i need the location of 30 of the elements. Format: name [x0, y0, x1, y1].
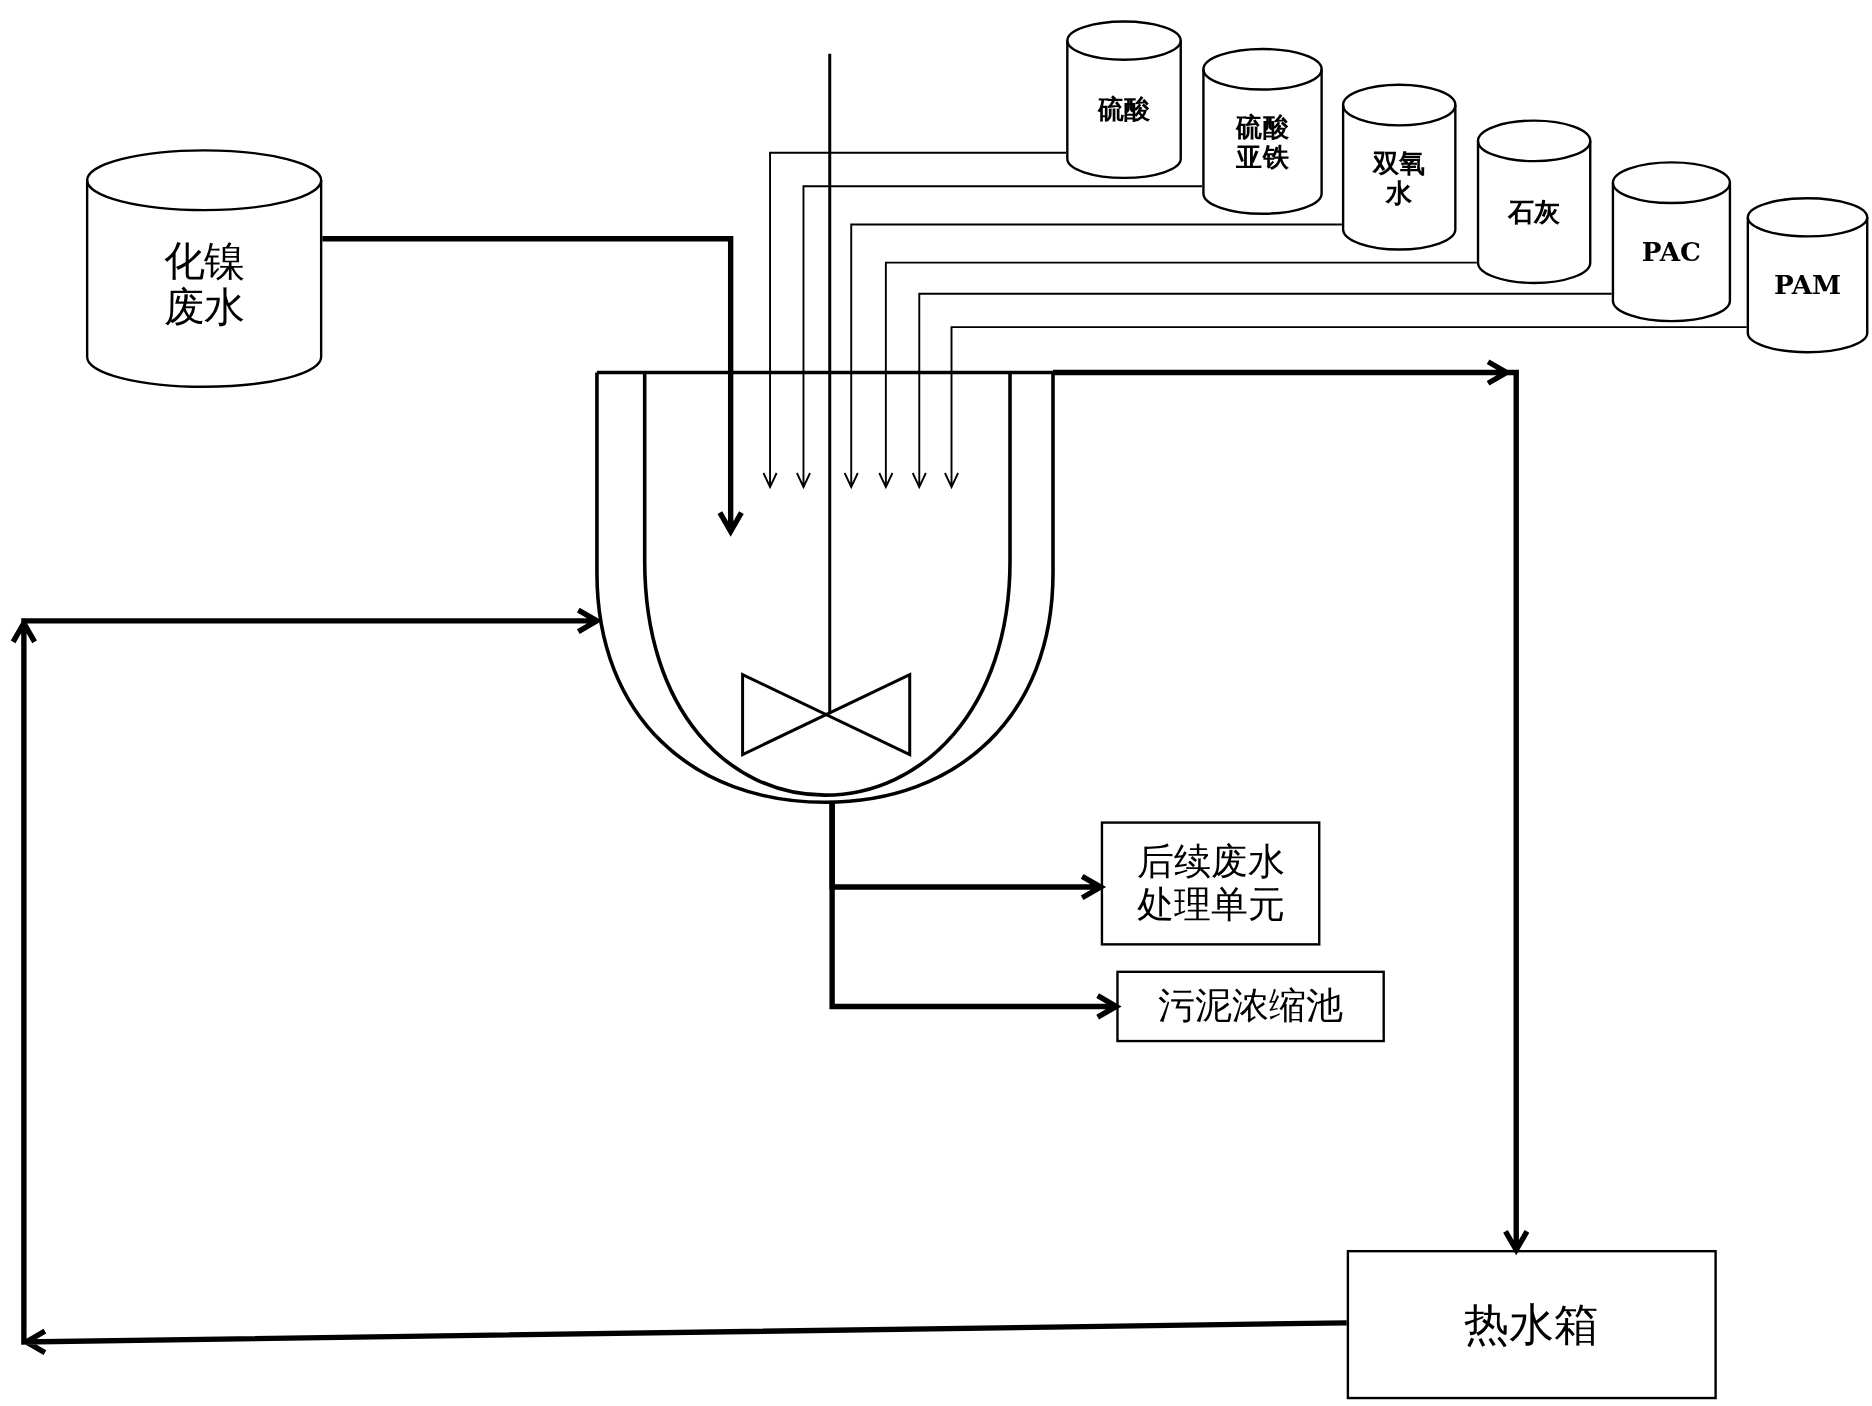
arrow — [795, 185, 1204, 490]
arrow — [10, 607, 1350, 1356]
arrow — [762, 151, 1068, 490]
tank-label: 硫酸亚铁 — [1234, 111, 1290, 173]
tank-label: PAM — [1772, 270, 1843, 301]
arrow — [944, 326, 1748, 490]
box-label: 污泥浓缩池 — [1157, 985, 1345, 1028]
arrow — [911, 292, 1613, 490]
process-box — [1100, 821, 1321, 946]
tank-label: 石灰 — [1506, 197, 1562, 228]
arrow — [843, 223, 1343, 490]
box-label: 热水箱 — [1462, 1298, 1601, 1351]
storage-tank — [85, 149, 323, 388]
storage-tank — [1202, 47, 1323, 215]
process-box — [1346, 1250, 1717, 1400]
tank-label: PAC — [1640, 237, 1702, 268]
box-label: 后续废水处理单元 — [1135, 840, 1286, 926]
storage-tank — [1476, 119, 1592, 285]
storage-tank — [1611, 161, 1732, 323]
process-box — [1116, 970, 1385, 1043]
reaction-vessel — [596, 370, 1053, 803]
arrow — [878, 261, 1478, 490]
storage-tank — [1066, 20, 1182, 180]
arrow — [319, 236, 745, 537]
tank-label: 硫酸 — [1096, 94, 1152, 125]
storage-tank — [1746, 197, 1869, 354]
tank-label: 化镍废水 — [162, 237, 246, 331]
arrow — [1050, 359, 1530, 1256]
storage-tank — [1341, 83, 1457, 251]
tank-label: 双氧水 — [1371, 147, 1427, 209]
